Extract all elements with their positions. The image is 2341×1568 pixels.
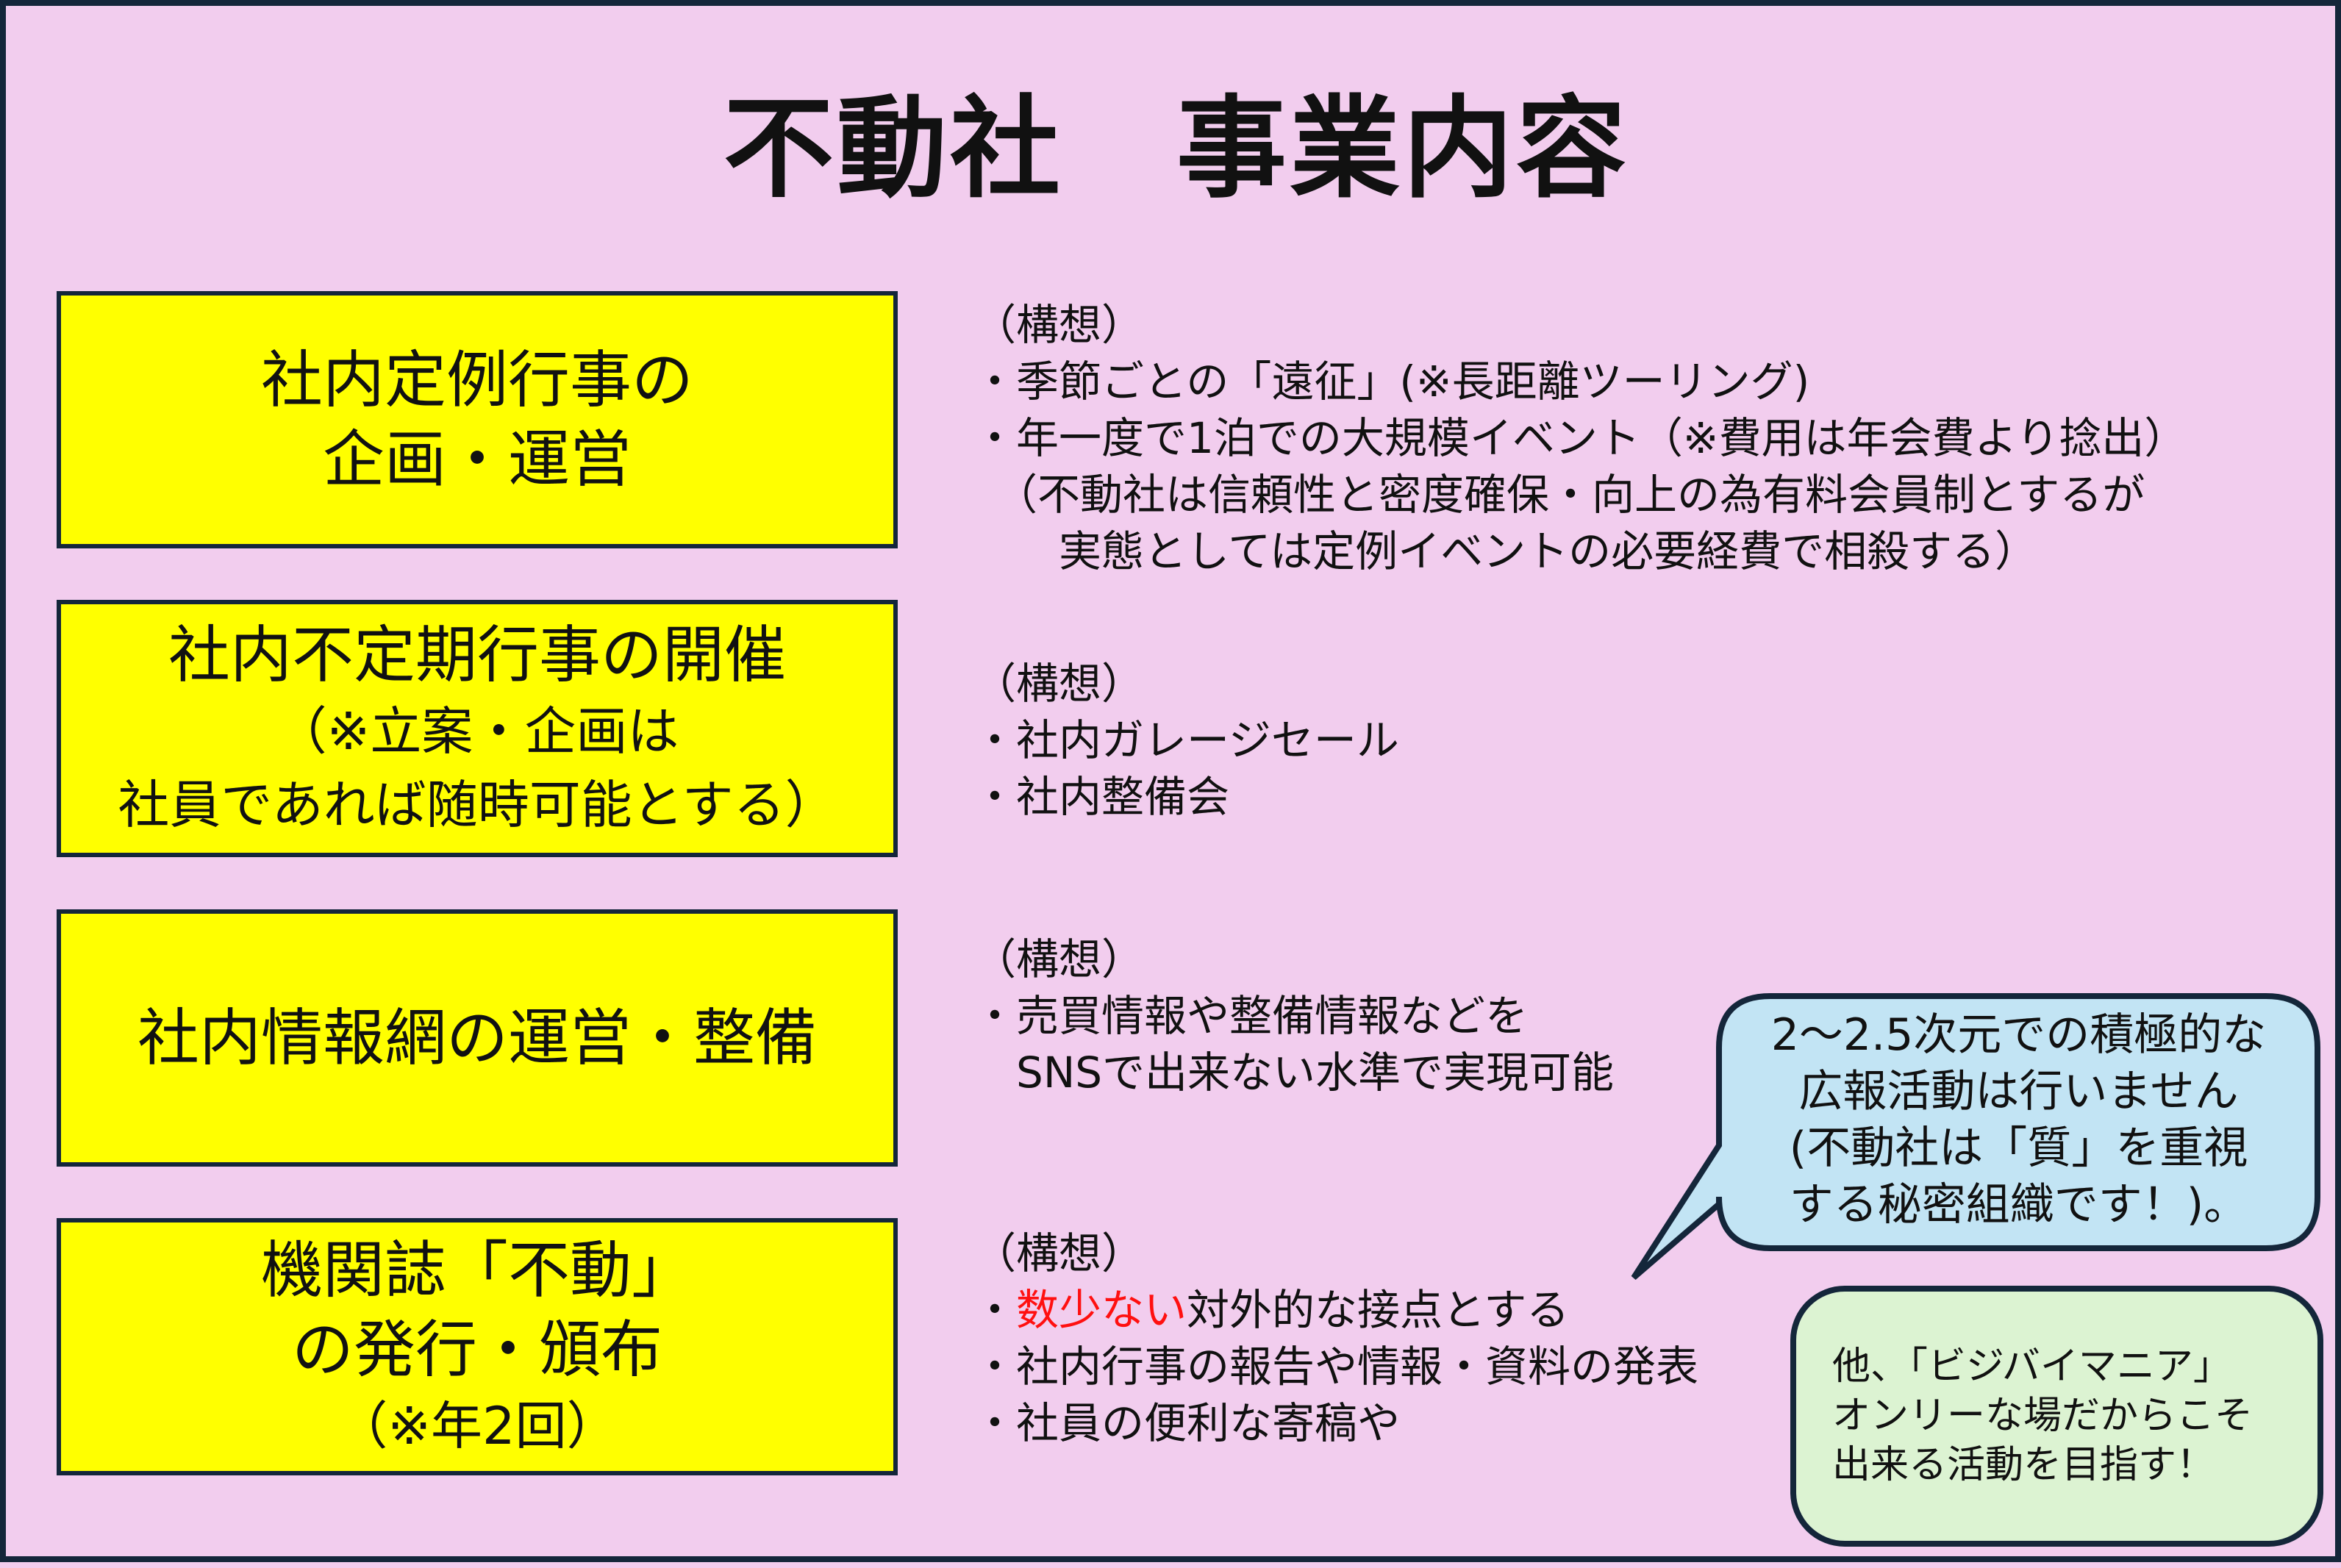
desc-line: （構想）	[973, 934, 1145, 984]
desc-line: ・社員の便利な寄稿や	[973, 1398, 1401, 1448]
desc-line: （構想）	[973, 659, 1145, 709]
blue-speech-bubble	[1631, 993, 2320, 1281]
desc-line: ・季節ごとの「遠征」(※長距離ツーリング)	[973, 357, 1810, 407]
desc-line: ・社内整備会	[973, 772, 1230, 822]
desc-line: ・社内行事の報告や情報・資料の発表	[973, 1342, 1699, 1392]
green-callout-box	[1790, 1286, 2323, 1547]
desc-line: ・社内ガレージセール	[973, 715, 1399, 765]
desc-regular-events: （構想） ・季節ごとの「遠征」(※長距離ツーリング) ・年一度で1泊での大規模イベン…	[973, 297, 2187, 580]
box-irregular-events: 社内不定期行事の開催 （※立案・企画は 社員であれば随時可能とする）	[57, 600, 898, 857]
desc-line: （構想）	[973, 1228, 1145, 1278]
bullet: ・	[973, 1285, 1017, 1335]
box-line: 社内情報網の運営・整備	[137, 1002, 817, 1074]
desc-irregular-events: （構想） ・社内ガレージセール・社内整備会	[973, 656, 1399, 826]
box-regular-events: 社内定例行事の 企画・運営	[57, 291, 898, 548]
highlight-text: 数少ない	[1016, 1285, 1187, 1335]
box-line: の発行・頒布	[291, 1314, 662, 1386]
blue-callout-text: 2〜2.5次元での積極的な広報活動は行いません (不動社は「質」を重視する秘密組織…	[1726, 1007, 2311, 1234]
callout-line: 出来る活動を目指す！	[1832, 1443, 2215, 1487]
desc-line: （構想）	[973, 300, 1145, 350]
box-subline: （※立案・企画は	[275, 701, 679, 762]
desc-line: ・年一度で1泊での大規模イベント（※費用は年会費より捻出）	[973, 413, 2187, 463]
page-title: 不動社 事業内容	[723, 85, 1629, 213]
desc-line: ・数少ない対外的な接点とする	[973, 1282, 1698, 1339]
desc-line: 実態としては定例イベントの必要経費で相殺する）	[973, 526, 2038, 576]
callout-line: オンリーな場だからこそ	[1832, 1394, 2254, 1438]
callout-line: 2〜2.5次元での積極的な	[1770, 1009, 2267, 1061]
box-line: 機関誌「不動」	[260, 1234, 693, 1306]
callout-shapes	[1631, 993, 2323, 1547]
callout-line: 他、「ビジバイマニア」	[1832, 1345, 2231, 1389]
callout-line: する秘密組織です！)。	[1789, 1179, 2248, 1231]
box-line: 企画・運営	[322, 423, 632, 495]
green-callout-text: 他、「ビジバイマニア」オンリーな場だからこそ出来る活動を目指す！	[1832, 1342, 2253, 1490]
desc-info-network: （構想） ・売買情報や整備情報などを SNSで出来ない水準で実現可能	[973, 931, 1614, 1101]
box-info-network: 社内情報網の運営・整備	[57, 909, 898, 1167]
callout-line: (不動社は「質」を重視	[1789, 1123, 2248, 1174]
box-line: 社内定例行事の	[260, 344, 693, 416]
box-subline: 社員であれば随時可能とする）	[118, 775, 837, 835]
box-line: 社内不定期行事の開催	[168, 619, 786, 691]
callout-line: 広報活動は行いません	[1798, 1066, 2239, 1117]
desc-magazine: （構想）・数少ない対外的な接点とする・社内行事の報告や情報・資料の発表・社員の便…	[973, 1225, 1698, 1452]
box-subline: （※年2回）	[336, 1396, 618, 1456]
desc-line: SNSで出来ない水準で実現可能	[973, 1048, 1615, 1098]
desc-line: ・売買情報や整備情報などを	[973, 991, 1529, 1041]
desc-line: （不動社は信頼性と密度確保・向上の為有料会員制とするが	[973, 470, 2145, 520]
box-magazine: 機関誌「不動」 の発行・頒布 （※年2回）	[57, 1218, 898, 1475]
desc-text: 対外的な接点とする	[1187, 1285, 1570, 1335]
